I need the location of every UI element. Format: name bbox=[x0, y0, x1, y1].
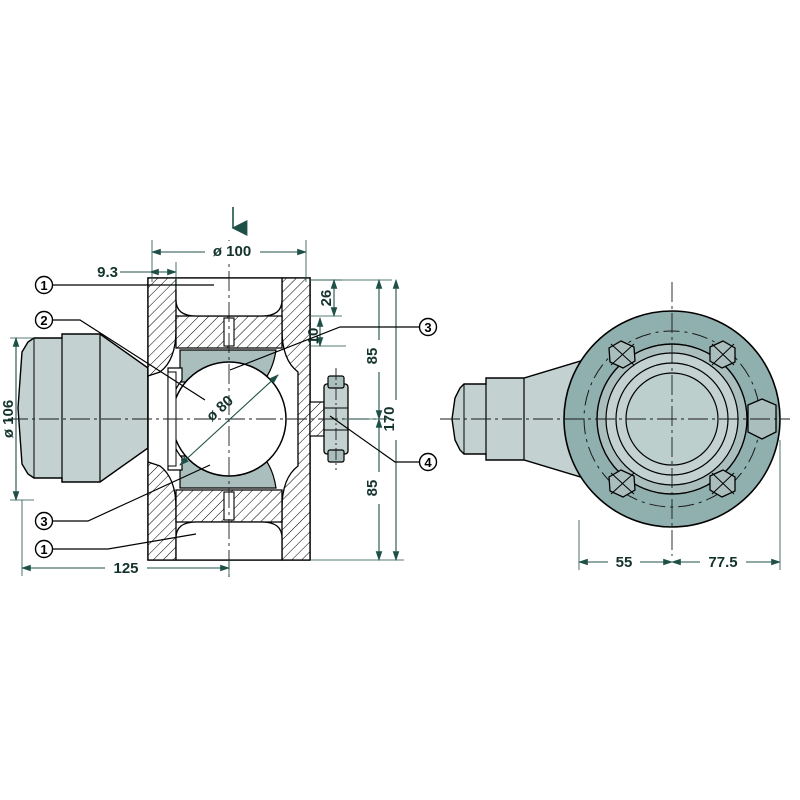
dim-125-label: 125 bbox=[113, 560, 138, 577]
callout-1-top-label: 1 bbox=[40, 278, 47, 293]
bolt-head bbox=[608, 340, 636, 369]
callout-1-top[interactable]: 1 bbox=[34, 275, 215, 295]
end-view-right bbox=[440, 282, 790, 556]
callout-1-bottom-label: 1 bbox=[40, 542, 47, 557]
dim-170-label: 170 bbox=[381, 406, 398, 431]
bolt-head bbox=[709, 469, 736, 498]
callout-3-right[interactable]: 3 bbox=[229, 317, 438, 371]
dim-dia-106-label: ø 106 bbox=[0, 400, 17, 438]
dim-26-label: 26 bbox=[318, 290, 335, 307]
callout-2[interactable]: 2 bbox=[34, 310, 206, 401]
dim-dia-100: ø 100 bbox=[150, 240, 308, 282]
dim-55-label: 55 bbox=[616, 554, 633, 571]
dim-55: 55 bbox=[577, 520, 674, 571]
dim-85-lower-label: 85 bbox=[364, 480, 381, 497]
dim-10: 10 bbox=[305, 316, 346, 348]
callout-3-right-label: 3 bbox=[424, 320, 431, 335]
dim-125: 125 bbox=[20, 500, 231, 577]
dim-85-upper-label: 85 bbox=[364, 348, 381, 365]
dimension-group-right: 55 77.5 bbox=[577, 440, 782, 571]
callout-4-label: 4 bbox=[424, 455, 432, 470]
callout-2-label: 2 bbox=[40, 313, 47, 328]
dim-9-3-label: 9.3 bbox=[97, 264, 118, 281]
dim-dia-100-label: ø 100 bbox=[213, 243, 251, 260]
dim-10-label: 10 bbox=[305, 328, 322, 345]
dim-dia-106: ø 106 bbox=[0, 336, 34, 502]
dim-170: 170 bbox=[310, 278, 405, 562]
callout-1-bottom[interactable]: 1 bbox=[34, 533, 197, 559]
dim-85-upper: 85 bbox=[310, 278, 392, 421]
callout-4[interactable]: 4 bbox=[329, 415, 438, 472]
bolt-head bbox=[608, 469, 636, 498]
callout-3-left-label: 3 bbox=[40, 514, 47, 529]
dim-85-lower: 85 bbox=[364, 417, 388, 562]
callout-3-left[interactable]: 3 bbox=[34, 464, 211, 531]
bolt-head bbox=[709, 340, 736, 369]
dim-9-3: 9.3 bbox=[97, 262, 178, 290]
dim-77-5-label: 77.5 bbox=[708, 554, 737, 571]
lower-cavity bbox=[175, 521, 283, 561]
callout-group: 1 2 3 4 3 1 bbox=[34, 275, 438, 559]
dim-77-5: 77.5 bbox=[670, 440, 782, 571]
